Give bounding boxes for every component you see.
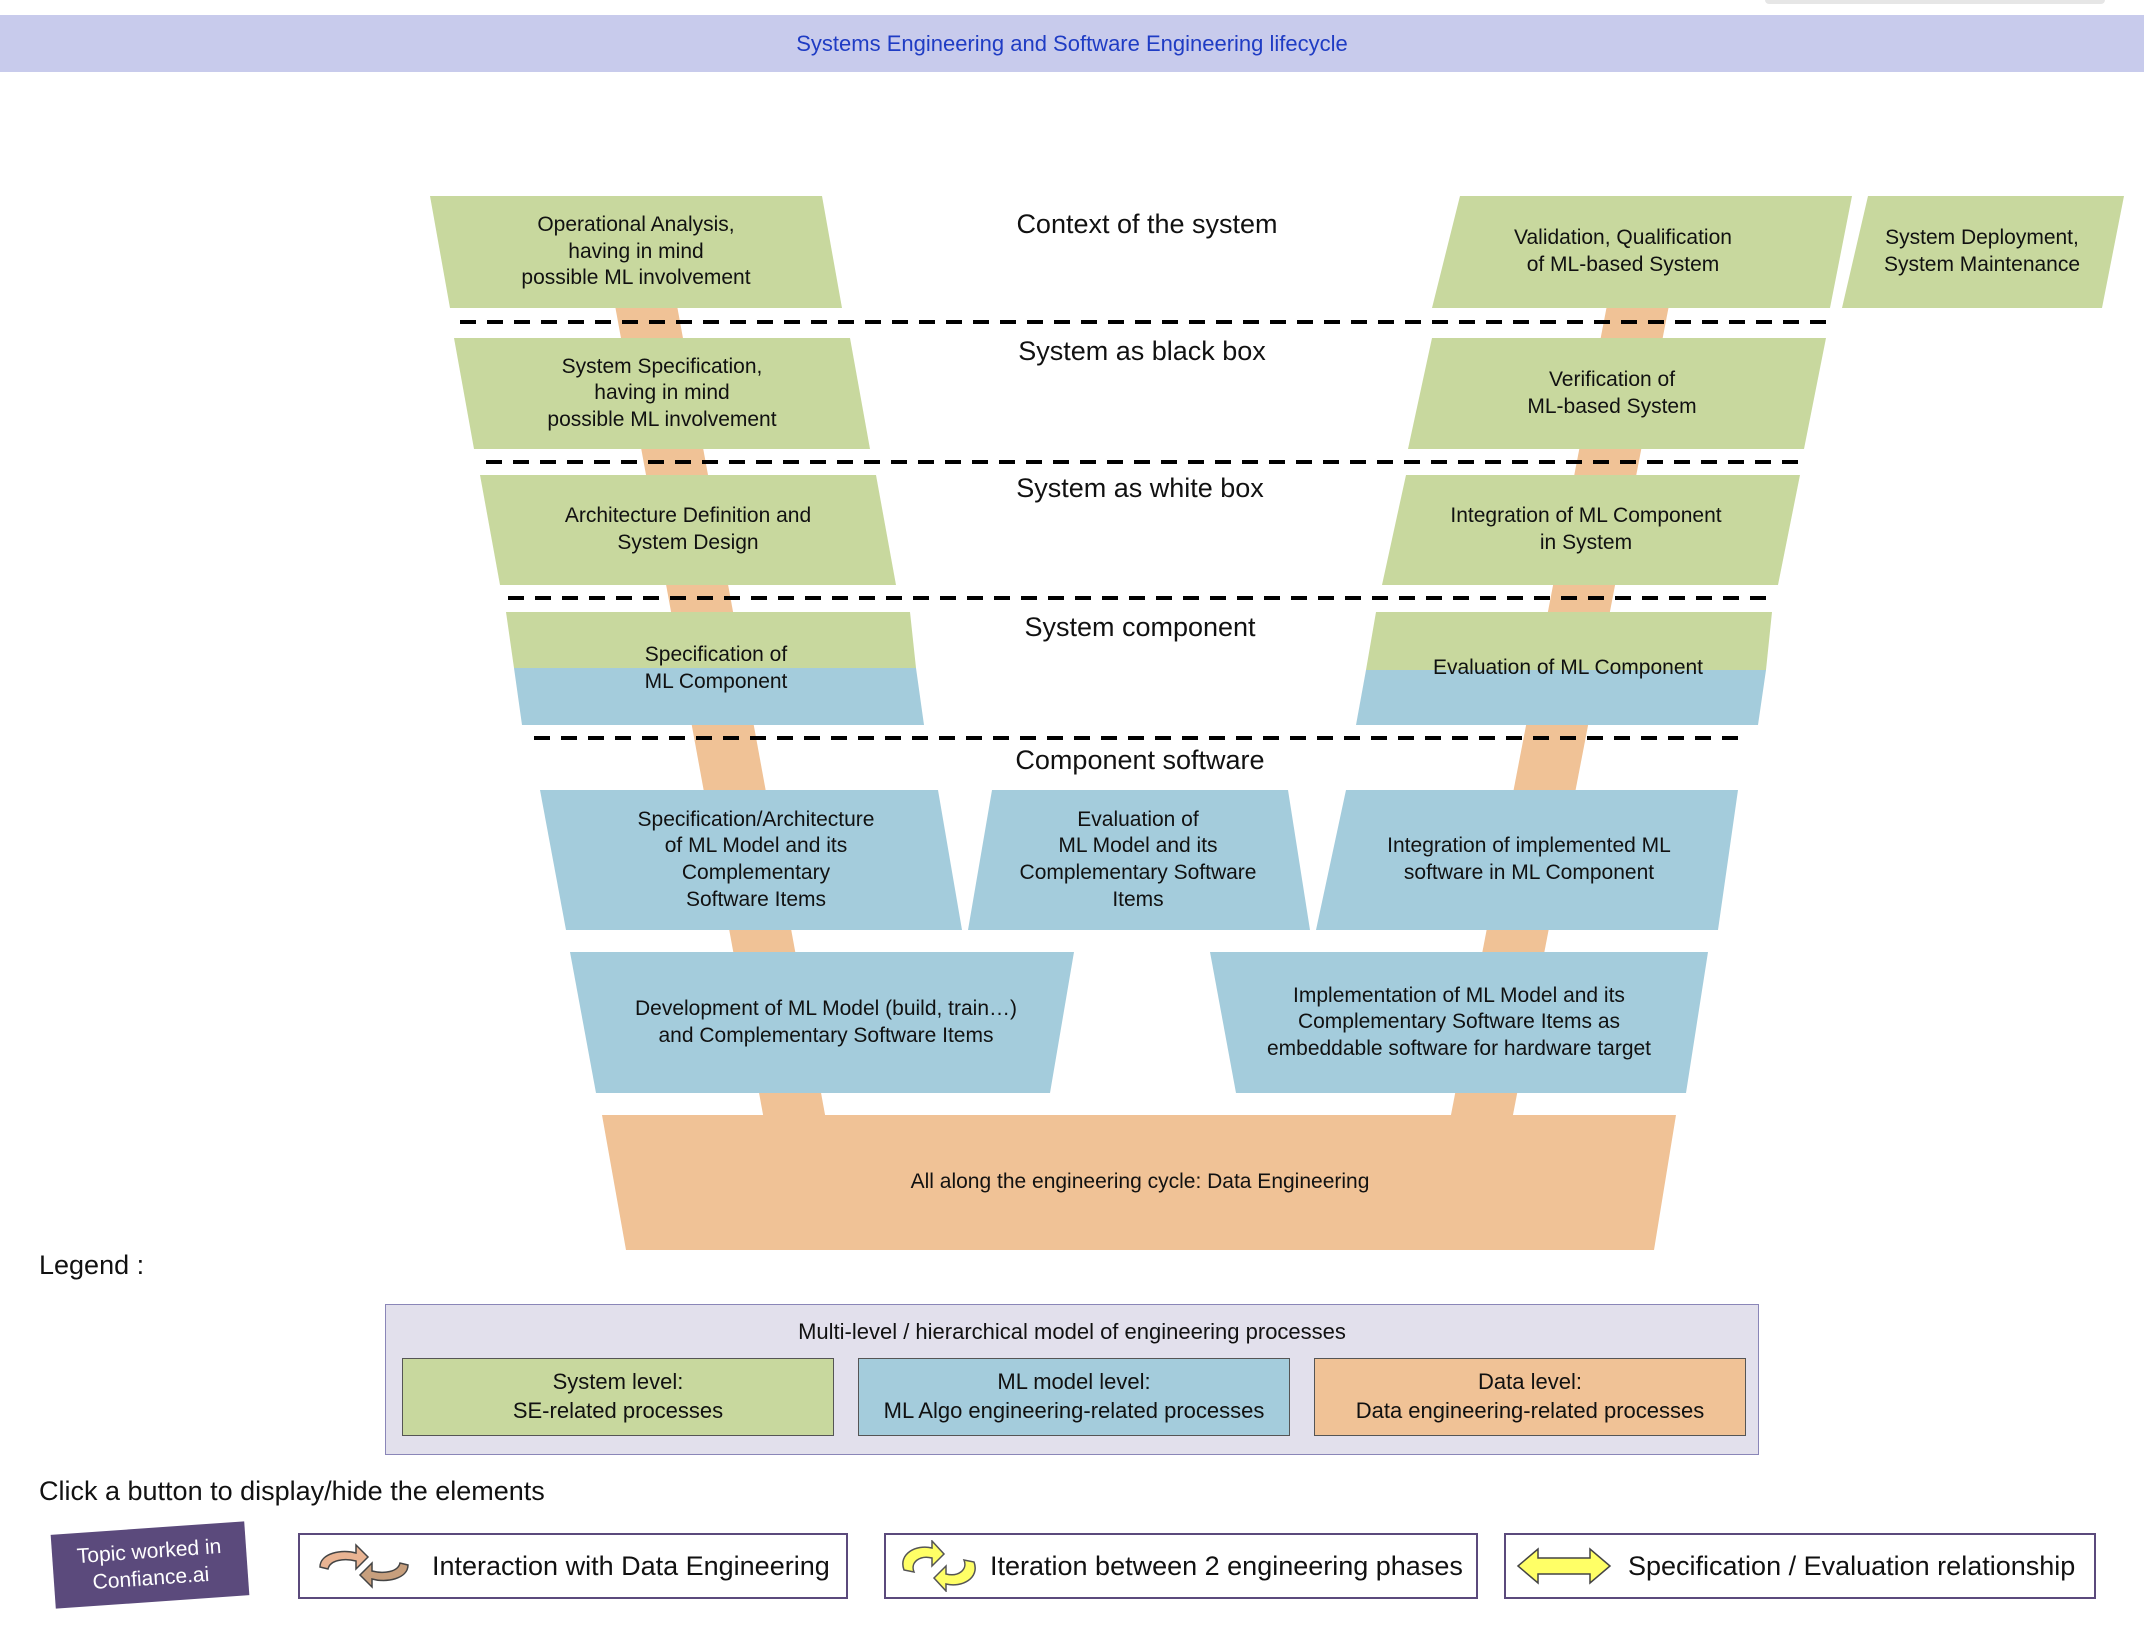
topic-badge-button[interactable]: Topic worked in Confiance.ai [50,1521,250,1609]
toggle-data-engineering-button[interactable]: Interaction with Data Engineering [298,1533,848,1599]
label-validation-qualification: Validation, Qualification of ML-based Sy… [1514,226,1732,276]
label-implementation-ml-model: Implementation of ML Model and its Compl… [1266,983,1652,1060]
label-system-specification: System Specification, having in mind pos… [547,354,777,431]
box-data-engineering [602,1115,1676,1250]
level-title-system-component: System component [1024,612,1256,642]
legend-title: Multi-level / hierarchical model of engi… [798,1319,1346,1344]
toggle-data-engineering-label: Interaction with Data Engineering [432,1550,830,1581]
legend-item-system-level: System level: SE-related processes [402,1358,834,1436]
level-title-component-software: Component software [1015,745,1265,775]
box-operational-analysis [430,196,842,308]
level-separators [460,320,1830,740]
level-title-black-box: System as black box [1018,336,1266,366]
box-integration-ml-component [1382,475,1800,585]
label-development-ml-model: Development of ML Model (build, train…) … [634,996,1018,1047]
box-architecture-definition [480,475,896,585]
label-data-engineering: All along the engineering cycle: Data En… [910,1170,1370,1194]
toggle-iteration-button[interactable]: Iteration between 2 engineering phases [884,1533,1478,1599]
box-evaluation-ml-component [1356,612,1772,725]
label-evaluation-ml-model: Evaluation of ML Model and its Complemen… [1019,807,1257,911]
legend-heading: Legend : [39,1250,145,1280]
box-specification-ml-component [506,612,924,725]
legend-box: Multi-level / hierarchical model of engi… [385,1304,1759,1455]
label-integration-ml-component: Integration of ML Component in System [1450,504,1722,554]
box-evaluation-ml-model [968,790,1310,930]
box-verification-ml-system [1408,338,1826,449]
label-evaluation-ml-component: Evaluation of ML Component [1432,656,1704,680]
legend-item-data-level: Data level: Data engineering-related pro… [1314,1358,1746,1436]
double-arrow-icon [1516,1547,1612,1585]
orange-cycle-arrows-icon [319,1543,409,1589]
box-system-specification [454,338,870,449]
level-title-context: Context of the system [1016,209,1278,239]
label-verification-ml-system: Verification of ML-based System [1527,367,1697,418]
top-right-edge-decoration [1765,0,2105,4]
label-operational-analysis: Operational Analysis, having in mind pos… [521,213,751,290]
toggle-iteration-label: Iteration between 2 engineering phases [990,1550,1463,1581]
legend-item-ml-model-level: ML model level: ML Algo engineering-rela… [858,1358,1290,1436]
level-title-white-box: System as white box [1016,473,1264,503]
label-spec-arch-ml-model: Specification/Architecture of ML Model a… [637,807,875,911]
toggle-spec-eval-label: Specification / Evaluation relationship [1628,1550,2076,1581]
box-integration-implemented-software [1316,790,1738,930]
toggle-spec-eval-button[interactable]: Specification / Evaluation relationship [1504,1533,2096,1599]
page-title: Systems Engineering and Software Enginee… [796,30,1348,56]
box-validation-qualification [1432,196,1852,308]
box-development-ml-model [570,952,1074,1093]
label-specification-ml-component: Specification of ML Component [644,642,788,693]
box-implementation-ml-model [1210,952,1708,1093]
box-deployment-maintenance [1842,196,2124,308]
header-bar: Systems Engineering and Software Enginee… [0,15,2144,72]
yellow-cycle-arrows-icon [902,1540,976,1592]
label-architecture-definition: Architecture Definition and System Desig… [564,504,812,554]
click-hint: Click a button to display/hide the eleme… [39,1476,545,1506]
label-integration-implemented-software: Integration of implemented ML software i… [1387,834,1671,884]
box-spec-arch-ml-model [540,790,962,930]
label-deployment-maintenance: System Deployment, System Maintenance [1883,226,2081,276]
